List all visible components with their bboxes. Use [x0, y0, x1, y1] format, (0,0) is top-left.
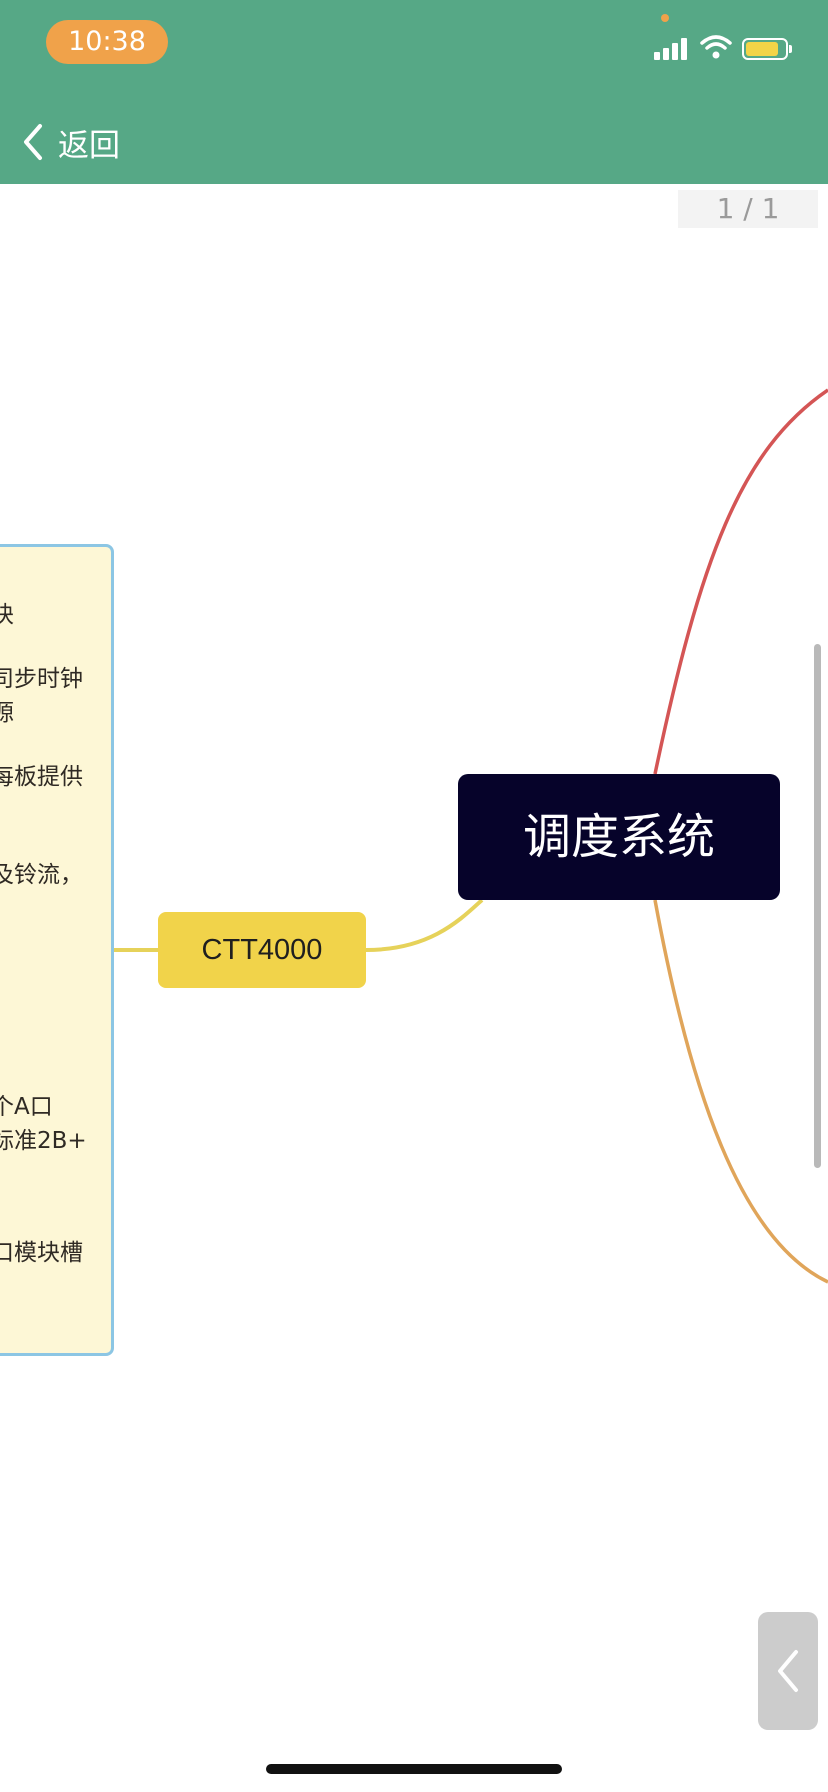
wifi-icon	[700, 35, 732, 59]
note-line: 及铃流，	[0, 862, 83, 888]
branch-yellow-root	[365, 898, 484, 952]
note-line: 标准2B+	[0, 1128, 87, 1154]
note-line: 每板提供	[0, 764, 83, 790]
page-indicator: 1 / 1	[678, 190, 818, 228]
home-indicator	[266, 1764, 562, 1774]
signal-icon	[654, 36, 690, 60]
privacy-indicator-dot	[661, 14, 669, 22]
chevron-left-icon	[24, 124, 42, 160]
mindmap-root-node[interactable]: 调度系统	[458, 774, 780, 900]
app-header: 10:38 返回	[0, 0, 828, 184]
note-line: 块	[0, 602, 14, 628]
branch-red	[653, 388, 828, 775]
note-line: 口模块槽	[0, 1240, 83, 1266]
branch-orange	[653, 899, 828, 1284]
note-line: 个A口	[0, 1094, 53, 1120]
note-box: 块 司步时钟 源 每板提供 及铃流， 个A口 标准2B+ 口模块槽	[0, 544, 114, 1356]
side-collapse-button[interactable]	[758, 1612, 818, 1730]
back-label: 返回	[58, 127, 120, 164]
back-button[interactable]: 返回	[22, 120, 120, 164]
note-line: 司步时钟	[0, 666, 83, 692]
note-line: 源	[0, 700, 14, 726]
chevron-left-icon	[778, 1650, 798, 1692]
mindmap-node-ctt4000[interactable]: CTT4000	[158, 912, 366, 988]
mindmap-branches	[114, 388, 828, 1284]
vertical-scrollbar[interactable]	[814, 644, 821, 1168]
status-time: 10:38	[46, 20, 168, 64]
battery-icon	[742, 38, 792, 60]
